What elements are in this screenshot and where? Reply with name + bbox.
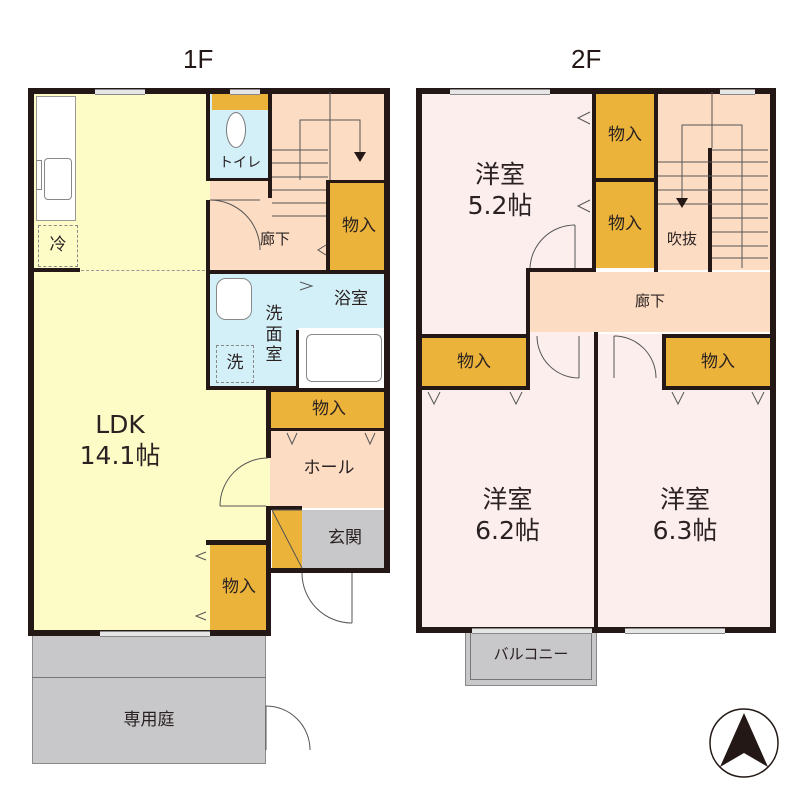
room-western-2: [420, 390, 594, 628]
storage-stair-label: 物入: [342, 216, 376, 237]
washer-label: 洗: [226, 353, 244, 374]
ldk-size: 14.1帖: [79, 441, 161, 470]
ldk-name: LDK: [95, 409, 145, 439]
western-2-size: 6.2帖: [475, 516, 540, 545]
room-entrance: [302, 510, 388, 568]
western-3-name: 洋室: [659, 484, 710, 514]
balcony-label: バルコニー: [493, 645, 569, 664]
floor-label-1f: 1F: [183, 44, 214, 74]
storage-right: [666, 338, 770, 388]
washer-space: [216, 345, 254, 383]
floor-label-2f: 2F: [571, 44, 602, 74]
refrigerator-space: [38, 225, 78, 267]
storage-left-label: 物入: [457, 352, 491, 373]
western-2-name: 洋室: [482, 484, 533, 514]
void-label: 吹抜: [666, 230, 697, 249]
western-1-name: 洋室: [474, 159, 525, 189]
room-hallway-2f: [530, 272, 770, 332]
toilet-bowl-icon: [226, 112, 246, 148]
stair-down-arrow-1f: [354, 152, 366, 162]
storage-b-label: 物入: [608, 214, 642, 235]
balcony: [465, 630, 597, 686]
storage-a: [596, 94, 654, 178]
storage-hall-label: 物入: [312, 399, 346, 420]
room-western-3: [598, 390, 770, 628]
storage-ldk-label: 物入: [222, 576, 256, 597]
washroom-label: 洗 面 室: [265, 304, 283, 366]
north-arrow-icon: [709, 708, 779, 778]
washbasin-icon: [216, 278, 252, 320]
stair-down-arrow-2f: [676, 198, 688, 208]
entrance-label: 玄関: [328, 528, 362, 549]
storage-right-label: 物入: [701, 352, 735, 373]
garden-area: [32, 632, 266, 764]
storage-a-label: 物入: [608, 125, 642, 146]
storage-ldk: [210, 545, 268, 630]
room-hall: [270, 430, 388, 508]
refrigerator-label: 冷: [49, 235, 67, 256]
toilet-label: トイレ: [219, 154, 261, 171]
bath-label: 浴室: [334, 289, 368, 310]
bathtub-icon: [306, 334, 382, 382]
garden-label: 専用庭: [123, 710, 175, 731]
storage-stair: [330, 182, 388, 272]
western-3-size: 6.3帖: [652, 516, 718, 545]
storage-b: [596, 182, 654, 268]
storage-hall: [270, 392, 388, 428]
storage-left: [422, 338, 526, 388]
sink-icon: [44, 158, 72, 200]
hallway-2f-label: 廊下: [634, 292, 665, 311]
western-1-size: 5.2帖: [467, 191, 533, 220]
hall-label: ホール: [303, 458, 355, 479]
hallway-1f-label: 廊下: [259, 230, 290, 249]
stairs-2f: [656, 92, 770, 270]
